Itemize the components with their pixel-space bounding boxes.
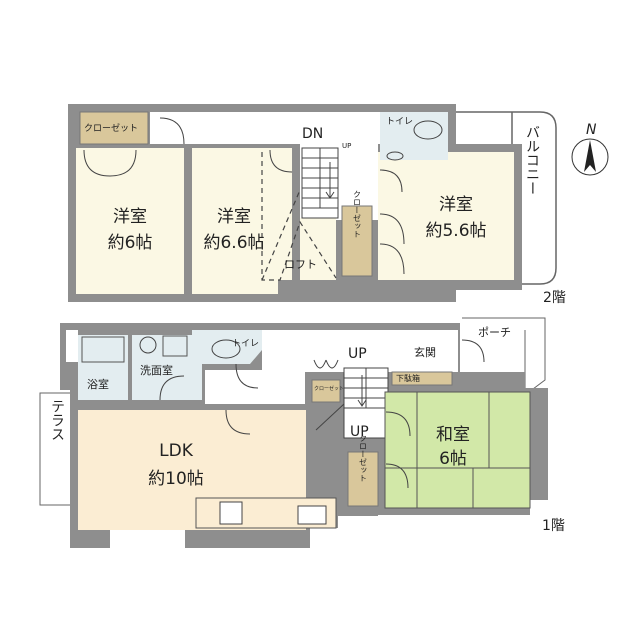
- toilet-label: トイレ: [232, 339, 259, 349]
- ldk-label: LDK: [159, 441, 194, 461]
- compass: N: [571, 122, 609, 176]
- terrace: [39, 392, 75, 506]
- bathtub: [81, 336, 125, 363]
- sink-icon: [139, 336, 157, 354]
- room-western-6-6: [192, 148, 292, 280]
- toilet-icon: [413, 120, 443, 140]
- washitsu-size: 6帖: [439, 449, 467, 469]
- stairs-up-label: UP: [342, 142, 351, 150]
- bathroom-label: 浴室: [87, 377, 109, 391]
- hallway-1f: [262, 330, 458, 372]
- closet-2f-top: [79, 111, 149, 145]
- ldk-size: 約10帖: [148, 469, 204, 489]
- washroom-label: 洗面室: [140, 363, 173, 377]
- room-size: 約6帖: [108, 233, 153, 253]
- stairs-2f: [301, 147, 339, 219]
- door: [159, 339, 485, 489]
- washing-machine-icon: [162, 335, 188, 357]
- shoe-box-label: 下駄箱: [396, 373, 420, 383]
- hall-1f-lower: [205, 370, 305, 404]
- door: [159, 117, 185, 145]
- washitsu: [384, 391, 531, 509]
- stairs-1f: [315, 367, 389, 439]
- stairs-down-label: DN: [302, 126, 323, 142]
- room-name: 洋室: [217, 207, 251, 227]
- floor-label-2f: 2階: [543, 290, 566, 306]
- window-bay: [66, 330, 78, 362]
- door: [379, 169, 405, 275]
- terrace-label: テラス: [49, 399, 65, 441]
- porch-label: ポーチ: [478, 326, 511, 339]
- closet-small-label: クローゼット: [314, 385, 344, 392]
- balcony-label: バルコニー: [524, 125, 540, 195]
- closet-small: [311, 379, 341, 403]
- toilet-label: トイレ: [386, 117, 413, 127]
- closet-label: クローゼット: [84, 122, 138, 134]
- washitsu-label: 和室: [436, 425, 470, 445]
- loft-outline: [261, 152, 337, 281]
- room-western-5-6: [378, 152, 514, 280]
- floor-2: クローゼット 洋室 約6帖 洋室 約6.6帖 洋室 約5.6帖 ロフト DN U…: [68, 104, 566, 306]
- room-size: 約6.6帖: [203, 233, 264, 253]
- balcony: [448, 111, 557, 285]
- kitchen-sink-icon: [297, 505, 327, 525]
- room-name: 洋室: [113, 207, 147, 227]
- room-name: 洋室: [439, 195, 473, 215]
- closet-vertical-label: クローゼット: [353, 190, 362, 238]
- stairs-up-label: UP: [350, 424, 369, 440]
- closet-2f-vertical: [341, 205, 373, 277]
- floor-1: 浴室 洗面室 トイレ UP 玄関 下駄箱 ポーチ テラス クローゼット UP ク…: [39, 317, 565, 548]
- up-label: UP: [348, 346, 367, 362]
- room-western-6-6-lower: [192, 270, 278, 294]
- stove-icon: [219, 501, 243, 525]
- closet-door: [83, 149, 137, 177]
- room-size: 約5.6帖: [425, 221, 486, 241]
- shoe-box: [391, 371, 453, 386]
- entrance-label: 玄関: [414, 345, 436, 359]
- compass-label: N: [586, 122, 597, 138]
- closet-vertical-label: クローゼット: [359, 434, 368, 482]
- loft-line: [261, 189, 301, 281]
- toilet-icon: [211, 339, 241, 359]
- closet-1f-vertical: [347, 451, 379, 507]
- sink-icon: [386, 151, 404, 161]
- floor-label-1f: 1階: [542, 518, 565, 534]
- door: [269, 149, 293, 173]
- loft-label: ロフト: [284, 258, 317, 271]
- north-arrow-icon: [584, 140, 596, 172]
- toilet-1f: [192, 330, 262, 364]
